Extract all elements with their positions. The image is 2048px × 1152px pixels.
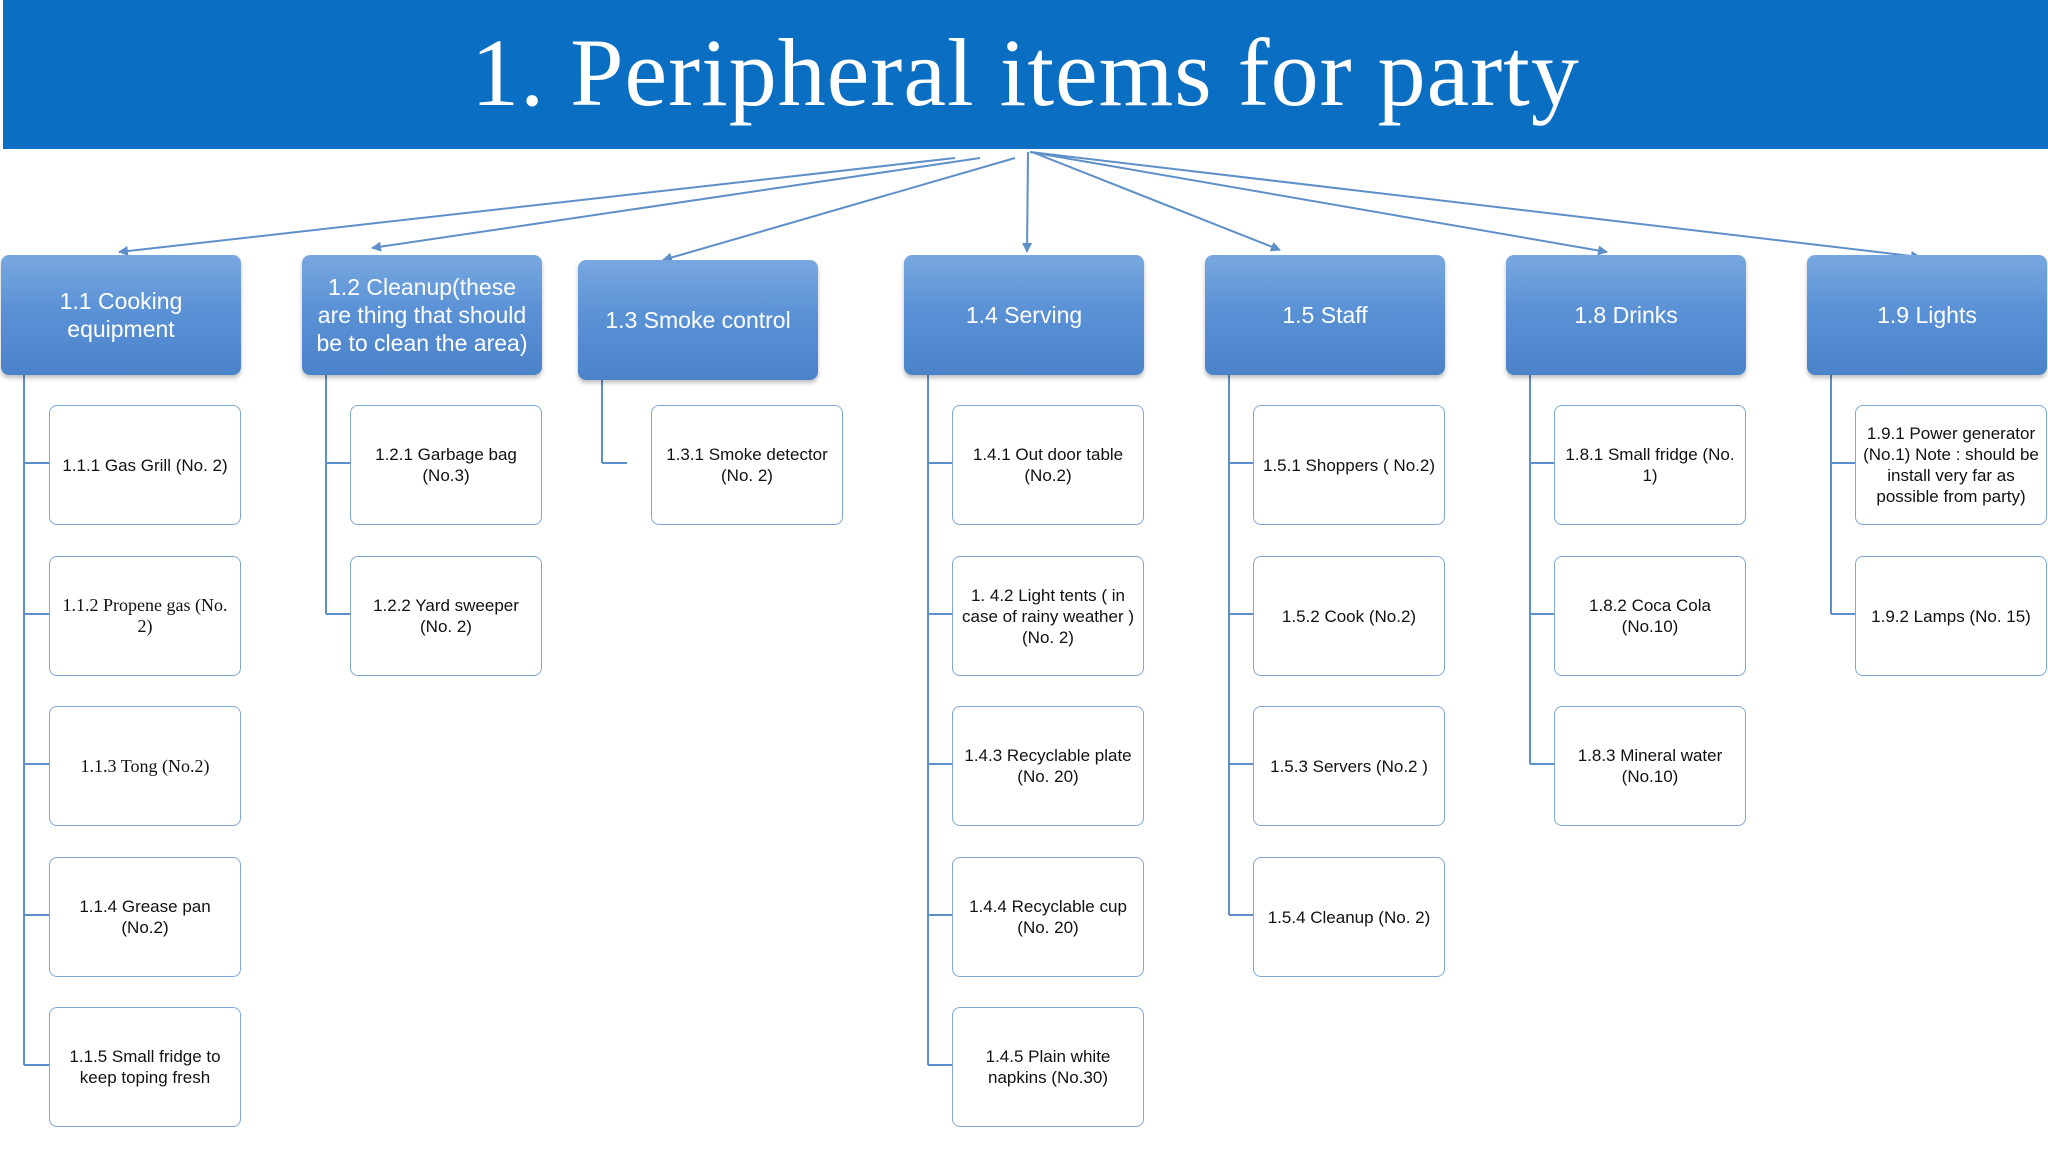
category-drinks: 1.8 Drinks bbox=[1506, 255, 1746, 375]
item-small-fridge: 1.8.1 Small fridge (No. 1) bbox=[1554, 405, 1746, 525]
category-staff: 1.5 Staff bbox=[1205, 255, 1445, 375]
item-yard-sweeper: 1.2.2 Yard sweeper (No. 2) bbox=[350, 556, 542, 676]
item-smoke-detector: 1.3.1 Smoke detector (No. 2) bbox=[651, 405, 843, 525]
title-banner: 1. Peripheral items for party bbox=[3, 0, 2048, 149]
item-shoppers: 1.5.1 Shoppers ( No.2) bbox=[1253, 405, 1445, 525]
category-serving: 1.4 Serving bbox=[904, 255, 1144, 375]
item-cook: 1.5.2 Cook (No.2) bbox=[1253, 556, 1445, 676]
item-lamps: 1.9.2 Lamps (No. 15) bbox=[1855, 556, 2047, 676]
item-cleanup-staff: 1.5.4 Cleanup (No. 2) bbox=[1253, 857, 1445, 977]
item-small-fridge-toppings: 1.1.5 Small fridge to keep toping fresh bbox=[49, 1007, 241, 1127]
category-label: 1.3 Smoke control bbox=[605, 307, 791, 333]
arrow-connector bbox=[1029, 151, 1921, 261]
category-cooking-equipment: 1.1 Cooking equipment bbox=[1, 255, 241, 375]
category-label: 1.8 Drinks bbox=[1574, 302, 1678, 328]
item-grease-pan: 1.1.4 Grease pan (No.2) bbox=[49, 857, 241, 977]
category-cleanup: 1.2 Cleanup(these are thing that should … bbox=[302, 255, 542, 375]
category-label: 1.9 Lights bbox=[1877, 302, 1977, 328]
category-label: 1.2 Cleanup(these are thing that should … bbox=[316, 274, 528, 356]
category-lights: 1.9 Lights bbox=[1807, 255, 2047, 375]
item-coca-cola: 1.8.2 Coca Cola (No.10) bbox=[1554, 556, 1746, 676]
arrow-connector bbox=[118, 157, 956, 256]
item-garbage-bag: 1.2.1 Garbage bag (No.3) bbox=[350, 405, 542, 525]
item-power-generator: 1.9.1 Power generator (No.1) Note : shou… bbox=[1855, 405, 2047, 525]
arrow-connector bbox=[1022, 151, 1033, 253]
item-propene-gas: 1.1.2 Propene gas (No. 2) bbox=[49, 556, 241, 676]
item-servers: 1.5.3 Servers (No.2 ) bbox=[1253, 706, 1445, 826]
category-label: 1.4 Serving bbox=[965, 302, 1083, 328]
arrow-connector bbox=[371, 157, 981, 252]
item-tong: 1.1.3 Tong (No.2) bbox=[49, 706, 241, 826]
item-recyclable-plate: 1.4.3 Recyclable plate (No. 20) bbox=[952, 706, 1144, 826]
item-gas-grill: 1.1.1 Gas Grill (No. 2) bbox=[49, 405, 241, 525]
item-light-tents: 1. 4.2 Light tents ( in case of rainy we… bbox=[952, 556, 1144, 676]
arrow-connector bbox=[662, 157, 1016, 263]
item-recyclable-cup: 1.4.4 Recyclable cup (No. 20) bbox=[952, 857, 1144, 977]
item-mineral-water: 1.8.3 Mineral water (No.10) bbox=[1554, 706, 1746, 826]
category-label: 1.1 Cooking equipment bbox=[59, 288, 183, 342]
arrow-connector bbox=[1031, 151, 1281, 252]
item-outdoor-table: 1.4.1 Out door table (No.2) bbox=[952, 405, 1144, 525]
item-napkins: 1.4.5 Plain white napkins (No.30) bbox=[952, 1007, 1144, 1127]
category-label: 1.5 Staff bbox=[1282, 302, 1368, 328]
category-smoke-control: 1.3 Smoke control bbox=[578, 260, 818, 380]
page-title: 1. Peripheral items for party bbox=[471, 18, 1580, 126]
arrow-connector bbox=[1029, 151, 1608, 256]
